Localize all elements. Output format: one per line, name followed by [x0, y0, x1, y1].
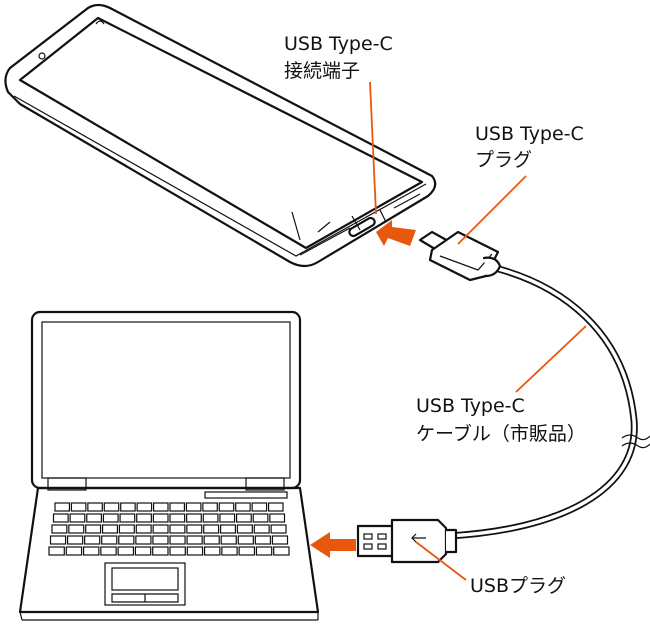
keyboard-key	[85, 524, 102, 534]
keyboard-key	[118, 524, 135, 534]
keyboard-key	[269, 513, 286, 523]
plug-c-label-line1: USB Type-C	[475, 123, 584, 145]
keyboard-key	[219, 524, 237, 534]
keyboard-key	[87, 502, 103, 512]
keyboard-key	[186, 513, 202, 523]
keyboard	[48, 502, 290, 556]
keyboard-key	[101, 524, 119, 534]
keyboard-key	[235, 513, 252, 523]
keyboard-key	[66, 535, 84, 545]
usb-type-c-cable	[447, 264, 650, 540]
keyboard-key	[101, 535, 118, 545]
keyboard-key	[273, 546, 290, 556]
keyboard-key	[219, 513, 236, 523]
keyboard-key	[152, 535, 169, 545]
keyboard-key	[169, 502, 186, 512]
keyboard-key	[236, 524, 253, 534]
keyboard-key	[271, 535, 289, 545]
keyboard-key	[134, 546, 152, 556]
keyboard-key	[202, 513, 219, 523]
keyboard-key	[68, 524, 85, 534]
keyboard-key	[120, 502, 136, 512]
smartphone	[4, 3, 437, 268]
port-label-line1: USB Type-C	[284, 33, 393, 55]
keyboard-key	[235, 502, 251, 512]
keyboard-key	[221, 546, 238, 556]
keyboard-key	[54, 502, 71, 512]
laptop	[18, 310, 320, 621]
keyboard-key	[136, 502, 153, 512]
keyboard-key	[49, 535, 67, 545]
cable-label-line2: ケーブル（市販品）	[416, 422, 586, 445]
keyboard-key	[186, 535, 203, 545]
keyboard-key	[186, 546, 204, 556]
keyboard-key	[136, 513, 152, 523]
keyboard-key	[169, 513, 186, 523]
keyboard-key	[238, 546, 256, 556]
keyboard-key	[218, 502, 235, 512]
usb-a-plug	[356, 518, 458, 564]
keyboard-key	[251, 502, 268, 512]
keyboard-key	[169, 524, 186, 534]
plug-c-label-line2: プラグ	[475, 149, 532, 171]
keyboard-key	[82, 546, 100, 556]
keyboard-key	[202, 502, 218, 512]
keyboard-key	[254, 535, 272, 545]
keyboard-key	[118, 535, 135, 545]
keyboard-key	[135, 524, 152, 534]
usb-type-c-plug	[418, 230, 502, 282]
usb-plug-label: USBプラグ	[470, 575, 566, 597]
insert-arrow-laptop	[310, 532, 356, 558]
keyboard-key	[152, 502, 169, 512]
keyboard-key	[152, 513, 169, 523]
keyboard-key	[70, 502, 87, 512]
keyboard-key	[185, 502, 202, 512]
cable-label-line1: USB Type-C	[416, 395, 525, 417]
insert-arrow-phone	[376, 220, 416, 246]
keyboard-key	[65, 546, 83, 556]
keyboard-key	[84, 535, 101, 545]
keyboard-key	[69, 513, 86, 523]
keyboard-key	[203, 535, 220, 545]
keyboard-key	[237, 535, 254, 545]
keyboard-key	[255, 546, 273, 556]
keyboard-key	[186, 524, 203, 534]
keyboard-key	[100, 546, 117, 556]
keyboard-key	[169, 546, 186, 556]
keyboard-key	[267, 502, 284, 512]
keyboard-key	[203, 524, 220, 534]
keyboard-key	[270, 524, 287, 534]
keyboard-key	[152, 524, 169, 534]
port-label-line2: 接続端子	[284, 60, 360, 82]
keyboard-key	[135, 535, 152, 545]
keyboard-key	[152, 546, 169, 556]
keyboard-key	[203, 546, 221, 556]
keyboard-key	[103, 502, 120, 512]
keyboard-key	[220, 535, 237, 545]
keyboard-key	[119, 513, 136, 523]
keyboard-key	[253, 524, 270, 534]
keyboard-key	[86, 513, 103, 523]
keyboard-key	[52, 513, 69, 523]
keyboard-key	[117, 546, 135, 556]
keyboard-key	[51, 524, 68, 534]
keyboard-key	[102, 513, 119, 523]
keyboard-key	[48, 546, 65, 556]
keyboard-key	[169, 535, 186, 545]
keyboard-key	[252, 513, 269, 523]
